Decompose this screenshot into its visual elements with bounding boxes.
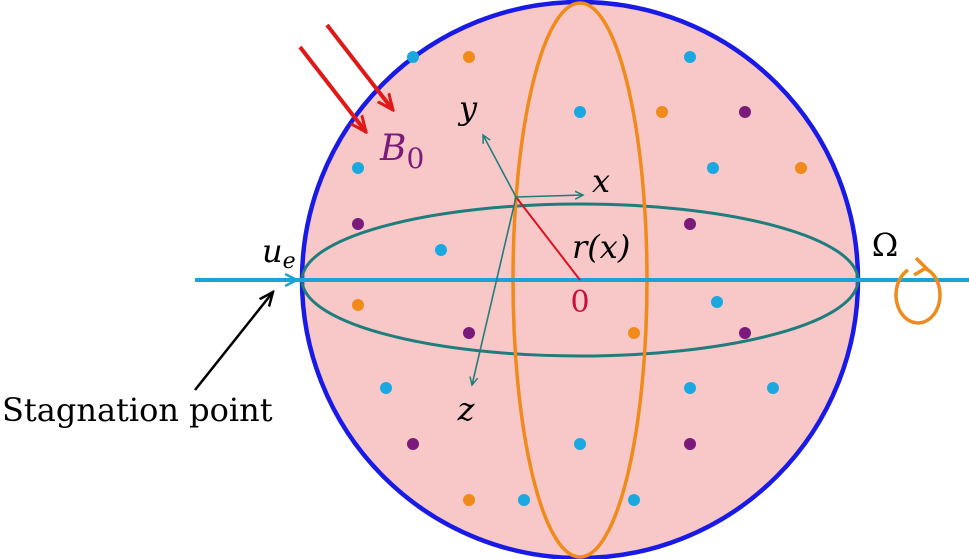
particle-dot (628, 494, 640, 506)
x-axis-label: x (592, 162, 610, 200)
particle-dot (739, 106, 751, 118)
particle-dot (574, 438, 586, 450)
z-axis-label: z (457, 390, 476, 428)
rotation-arrowhead (913, 256, 929, 277)
radius-label: r(x) (572, 228, 630, 266)
rotation-arrow (894, 266, 942, 325)
particle-dot (656, 106, 668, 118)
particle-dot (352, 218, 364, 230)
particle-dot (518, 494, 530, 506)
particle-dot (628, 327, 640, 339)
particle-dot (707, 162, 719, 174)
particle-dot (463, 51, 475, 63)
field-arrow-2 (298, 45, 366, 132)
radius-line (515, 196, 581, 281)
particle-dot (684, 382, 696, 394)
particle-dot (435, 244, 447, 256)
z-axis-arrow (472, 196, 517, 385)
ue-label: ue (262, 232, 296, 274)
stagnation-point-label: Stagnation point (2, 391, 273, 429)
b0-label: B0 (379, 128, 424, 175)
origin-label: 0 (570, 285, 589, 320)
particle-dot (739, 327, 751, 339)
particle-dot (407, 51, 419, 63)
particle-dot (767, 382, 779, 394)
stagnation-pointer-arrow (194, 292, 273, 391)
particle-dot (684, 438, 696, 450)
x-axis-arrow (515, 195, 583, 197)
particle-dot (711, 296, 723, 308)
particle-dot (463, 494, 475, 506)
particle-dot (463, 327, 475, 339)
y-axis-arrow (483, 135, 517, 198)
particle-dot (684, 51, 696, 63)
field-arrow-1 (325, 23, 393, 110)
particle-dot (795, 162, 807, 174)
y-axis-label: y (457, 89, 478, 127)
omega-label: Ω (872, 226, 899, 264)
particle-dot (684, 218, 696, 230)
particle-dot (352, 299, 364, 311)
particle-dot (380, 382, 392, 394)
particle-dot (407, 438, 419, 450)
particle-dot (352, 162, 364, 174)
particle-dot (574, 106, 586, 118)
particle-group (352, 51, 807, 506)
